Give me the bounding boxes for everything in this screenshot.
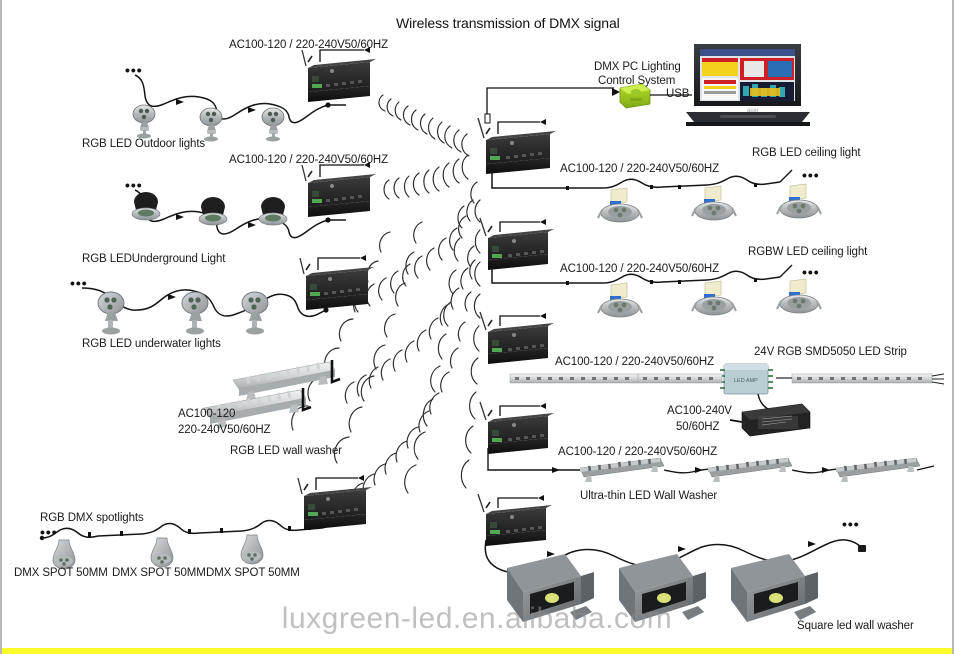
ceiling-downlight-icon [691,280,737,316]
outdoor-spotlight-icon [199,107,223,142]
square-flood-light-icon [731,554,818,622]
label-square-wall-washer: Square led wall washer [797,620,914,632]
label-outdoor-lights: RGB LED Outdoor lights [82,138,206,150]
label-psu-ultrathin: AC100-120 / 220-240V50/60HZ [558,446,718,458]
linear-wall-washer-icon [203,388,312,428]
square-wall-washer-chain [477,493,866,622]
linear-wall-washer-icon [707,457,793,482]
label-dmx-spot-3: DMX SPOT 50MM [206,567,300,579]
label-dmx-spotlights: RGB DMX spotlights [40,512,144,524]
label-psu-ceiling-rgb: AC100-120 / 220-240V50/60HZ [560,163,720,175]
rgb-wall-washer-group [203,360,341,428]
dmx-wireless-receiver-icon [479,311,554,364]
ceiling-downlight-icon [776,183,822,219]
power-supply-brick-icon [729,403,811,437]
led-strip-icon [509,373,639,384]
outdoor-spotlight-icon [132,104,156,139]
label-dmx-spot-2: DMX SPOT 50MM [112,567,206,579]
ellipsis-continuation-icon: ••• [125,177,143,193]
underwater-light-icon [241,291,269,335]
ceiling-downlight-icon [597,282,643,318]
label-pc-control-line1: DMX PC Lighting [594,61,681,73]
linear-wall-washer-icon [835,457,921,482]
dmx-wireless-receiver-icon [479,401,554,454]
outdoor-spotlight-icon [261,107,285,142]
ceiling-downlight-icon [691,185,737,221]
rgbw-ceiling-chain [479,217,822,318]
label-pc-control-line2: Control System [598,75,676,87]
laptop-icon: acer [686,44,810,126]
underwater-light-icon [181,291,209,335]
label-dmx-spot-1: DMX SPOT 50MM [14,567,108,579]
dmx-wireless-receiver-icon [299,255,374,310]
hub-controller-group: acer [477,44,810,174]
led-strip-icon [637,373,723,384]
dmx-wireless-receiver-icon [477,117,556,174]
label-wall-washer-voltage-line2: 220-240V50/60HZ [178,424,271,436]
dmx-wireless-receiver-icon [301,47,376,102]
ceiling-downlight-icon [597,187,643,223]
ceiling-downlight-icon [776,278,822,314]
label-ceiling-rgb: RGB LED ceiling light [752,147,861,159]
dmx-wireless-receiver-icon [477,493,552,546]
underwater-light-icon [97,291,125,335]
ellipsis-continuation-icon: ••• [802,264,820,280]
radio-waves-icon [291,94,481,522]
usb-dmx-dongle-icon [619,83,651,109]
dmx-wireless-receiver-icon [479,217,554,270]
label-wall-washer-voltage-line1: AC100-120 [178,408,236,420]
ellipsis-continuation-icon: ••• [842,516,860,532]
page-title: Wireless transmission of DMX signal [396,15,620,31]
ellipsis-continuation-icon: ••• [125,62,143,78]
label-psu-outdoor: AC100-120 / 220-240V50/60HZ [229,39,389,51]
dmx-spot-50mm-icon [52,539,76,570]
led-strip-chain: LED AMP [479,311,945,437]
inground-light-icon [198,197,228,226]
ellipsis-continuation-icon: ••• [40,524,58,540]
label-strip-driver-line2: 50/60HZ [676,421,720,433]
label-psu-underground: AC100-120 / 220-240V50/60HZ [229,154,389,166]
label-underground-light: RGB LEDUnderground Light [82,253,226,265]
inground-light-icon [131,192,161,221]
dmx-spot-50mm-icon [150,537,174,568]
led-strip-icon [791,373,945,385]
label-ultrathin-washer: Ultra-thin LED Wall Washer [580,490,718,502]
label-rgb-wall-washer: RGB LED wall washer [230,445,342,457]
label-ceiling-rgbw: RGBW LED ceiling light [748,246,868,258]
label-led-strip: 24V RGB SMD5050 LED Strip [754,346,907,358]
linear-wall-washer-icon [579,457,665,482]
label-underwater-lights: RGB LED underwater lights [82,338,221,350]
ellipsis-continuation-icon: ••• [802,167,820,183]
outdoor-lights-chain [132,47,376,142]
dmx-wireless-receiver-icon [297,475,372,530]
label-strip-driver-line1: AC100-240V [667,405,732,417]
svg-text:acer: acer [747,108,759,114]
square-flood-light-icon [507,554,594,622]
led-strip-amplifier-icon: LED AMP [720,363,773,395]
svg-text:LED AMP: LED AMP [734,378,758,384]
linear-wall-washer-icon [232,360,341,400]
label-psu-ceiling-rgbw: AC100-120 / 220-240V50/60HZ [560,263,720,275]
ellipsis-continuation-icon: ••• [70,275,88,291]
square-flood-light-icon [619,554,706,622]
ultrathin-washer-chain [479,401,935,482]
dmx-wireless-receiver-icon [301,162,376,217]
inground-light-icon [258,197,288,226]
underground-lights-chain [131,162,376,239]
label-psu-strip: AC100-120 / 220-240V50/60HZ [555,356,715,368]
dmx-spotlights-chain [39,475,372,570]
underwater-lights-chain [81,255,374,335]
dmx-spot-50mm-icon [240,534,264,565]
label-usb: USB [666,88,690,100]
rgb-ceiling-chain [491,168,822,223]
